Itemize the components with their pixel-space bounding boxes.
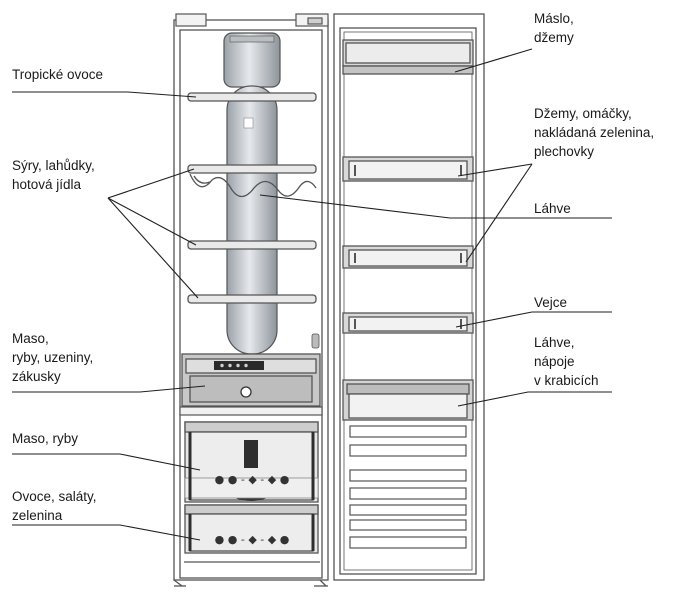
bottle-rack — [189, 173, 317, 198]
door-bins — [342, 39, 474, 421]
label-butter-jams: Máslo, džemy — [534, 11, 574, 45]
label-eggs: Vejce — [534, 295, 568, 310]
door-rack-bars — [349, 425, 467, 549]
label-meat-fish-sausages-desserts: Maso, ryby, uzeniny, zákusky — [12, 331, 94, 384]
shelf-2 — [187, 164, 317, 174]
label-bottles: Láhve — [534, 201, 571, 216]
door — [333, 13, 485, 581]
drawer-panel-lower-icons: ● ● ‑ ◆ ‑ ◆ ● — [215, 533, 290, 546]
glass-shelves — [187, 92, 317, 304]
crisper-drawer-lower — [184, 504, 319, 554]
chiller-drawer — [181, 353, 321, 407]
shelf-3 — [187, 240, 317, 250]
door-bin-2 — [342, 156, 474, 182]
shelf-1 — [187, 92, 317, 102]
door-bin-eggs — [342, 312, 474, 334]
shelf-4 — [187, 294, 317, 304]
door-bin-butter — [342, 39, 474, 75]
label-jams-sauces-pickles-cans: Džemy, omáčky, nakládaná zelenina, plech… — [534, 106, 655, 159]
label-meat-fish: Maso, ryby — [12, 431, 79, 446]
top-hinges — [175, 13, 329, 27]
crisper-drawer-upper — [184, 421, 319, 503]
door-bin-bottles — [342, 379, 474, 421]
label-tropical-fruit: Tropické ovoce — [12, 67, 104, 82]
drawer-panel-upper-icons: ● ● ‑ ◆ ‑ ◆ ● — [215, 473, 290, 486]
label-bottles-drinks-cartons: Láhve, nápoje v krabicích — [534, 335, 599, 388]
leader-lines — [12, 48, 612, 541]
divider — [179, 406, 323, 416]
label-fruit-salads-vegetables: Ovoce, saláty, zelenina — [12, 489, 97, 523]
door-bin-3 — [342, 245, 474, 269]
side-handle — [311, 333, 320, 349]
air-duct — [223, 32, 281, 355]
label-cheese-deli-ready-meals: Sýry, lahůdky, hotová jídla — [12, 158, 95, 192]
